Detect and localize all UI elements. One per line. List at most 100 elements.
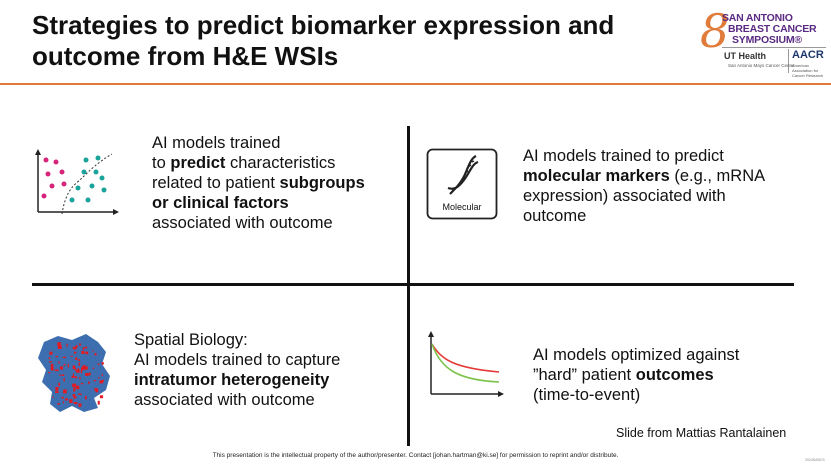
corner-code: 2024SABCS [805, 458, 825, 462]
q4-line-2: ”hard” patient outcomes [533, 365, 803, 385]
tissue-speckle [55, 386, 59, 391]
tissue-speckle [72, 383, 77, 388]
quadrant-vertical-divider [407, 126, 410, 446]
tissue-speckle [76, 369, 80, 373]
q2-line-4: outcome [523, 207, 587, 225]
q4-line-2-a: ”hard” patient [533, 366, 636, 384]
tissue-speckle [99, 395, 104, 399]
tissue-speckle [58, 382, 60, 386]
tissue-speckle [57, 403, 60, 405]
tissue-speckle [95, 388, 99, 393]
ut-health-logo: UT Health [724, 51, 767, 61]
tissue-speckle [97, 400, 100, 405]
tissue-speckle [70, 355, 73, 357]
tissue-speckle [72, 373, 74, 377]
quadrant-1-text: AI models trained to predict characteris… [152, 133, 402, 233]
tissue-speckle [57, 345, 62, 349]
tissue-speckle [73, 402, 78, 405]
q1-line-2: to predict characteristics [152, 153, 402, 173]
tissue-speckle [61, 374, 65, 376]
q2-line-2-bold: molecular markers [523, 167, 670, 185]
q2-line-1: AI models trained to predict [523, 147, 724, 165]
tissue-speckle [79, 377, 81, 380]
tissue-speckle [60, 366, 64, 370]
q1-line-4: or clinical factors [152, 193, 402, 213]
q4-line-3: (time-to-event) [533, 386, 641, 404]
q4-line-2-bold: outcomes [635, 366, 714, 384]
molecular-icon-label: Molecular [442, 202, 481, 212]
quadrant-horizontal-divider [32, 283, 794, 286]
logo-line-2: BREAST CANCER [728, 23, 817, 35]
tissue-speckle [62, 401, 64, 404]
tissue-speckle [48, 372, 51, 374]
tissue-speckle [80, 369, 83, 374]
tissue-speckle [82, 347, 86, 349]
tissue-speckle [72, 394, 75, 397]
tissue-speckle [82, 348, 84, 351]
tissue-speckle [101, 373, 103, 377]
title-line-1: Strategies to predict biomarker expressi… [32, 10, 615, 40]
logo-vertical-divider [788, 49, 789, 73]
aacr-logo: AACR [792, 49, 824, 61]
tissue-speckle [84, 351, 88, 354]
q1-line-5: associated with outcome [152, 214, 333, 232]
tissue-speckle [73, 376, 78, 378]
tissue-speckle [74, 367, 76, 371]
q2-line-2: molecular markers (e.g., mRNA [523, 166, 793, 186]
tissue-speckle [78, 393, 82, 395]
slide-credit: Slide from Mattias Rantalainen [616, 426, 787, 440]
tissue-speckle [79, 343, 82, 346]
tissue-speckle [72, 346, 77, 350]
tissue-speckle [55, 391, 59, 393]
q1-line-3-a: related to patient [152, 174, 280, 192]
tissue-speckle [92, 350, 94, 352]
tissue-speckle [57, 342, 61, 347]
tissue-speckle [83, 365, 86, 369]
q2-line-3: expression) associated with [523, 187, 726, 205]
q1-line-3-bold: subgroups [279, 174, 365, 192]
tissue-speckle [101, 379, 104, 382]
tissue-speckle [62, 356, 66, 359]
tissue-speckle [63, 363, 66, 366]
tissue-speckle [94, 353, 97, 356]
quadrant-4-text: AI models optimized against ”hard” patie… [533, 345, 803, 405]
tissue-speckle [67, 363, 69, 368]
q3-line-4: associated with outcome [134, 391, 315, 409]
survival-curve-icon [428, 331, 504, 397]
scatter-plot-icon [35, 149, 119, 215]
q1-line-3: related to patient subgroups [152, 173, 402, 193]
q4-line-1: AI models optimized against [533, 346, 740, 364]
q1-line-4-bold: or clinical factors [152, 194, 289, 212]
logo-divider [722, 47, 826, 48]
title-divider [0, 83, 831, 85]
aacr-subtitle: American Association for Cancer Research [792, 63, 824, 78]
logo-line-3: SYMPOSIUM® [732, 34, 802, 46]
tissue-speckle [99, 380, 103, 384]
slide-title: Strategies to predict biomarker expressi… [32, 10, 672, 72]
sabcs-ribbon-icon: 8 [700, 4, 730, 58]
q3-line-3: intratumor heterogeneity [134, 370, 404, 390]
tissue-speckle [69, 399, 73, 403]
tissue-speckle [72, 365, 76, 370]
tissue-speckle [98, 377, 100, 379]
tissue-speckle [75, 376, 77, 379]
tissue-speckle [89, 372, 91, 376]
ut-health-subtitle: San Antonio Mays Cancer Center [728, 63, 795, 68]
tissue-speckle [84, 366, 88, 370]
tissue-speckle [82, 365, 84, 368]
quadrant-2-text: AI models trained to predict molecular m… [523, 146, 793, 226]
tissue-speckle [75, 357, 78, 360]
title-line-2: outcome from H&E WSIs [32, 41, 339, 71]
logo-line-1: SAN ANTONIO [722, 12, 793, 24]
tissue-speckle [85, 372, 89, 376]
tissue-speckle [78, 362, 81, 366]
q1-line-1: AI models trained [152, 134, 281, 152]
tissue-speckle [75, 345, 78, 348]
tissue-speckle [49, 351, 53, 355]
tissue-speckle [85, 395, 87, 400]
tissue-speckle [97, 363, 100, 366]
tissue-speckle [49, 361, 52, 363]
tissue-speckle [73, 351, 77, 354]
tissue-speckle [93, 380, 97, 382]
tissue-speckle [54, 369, 59, 372]
